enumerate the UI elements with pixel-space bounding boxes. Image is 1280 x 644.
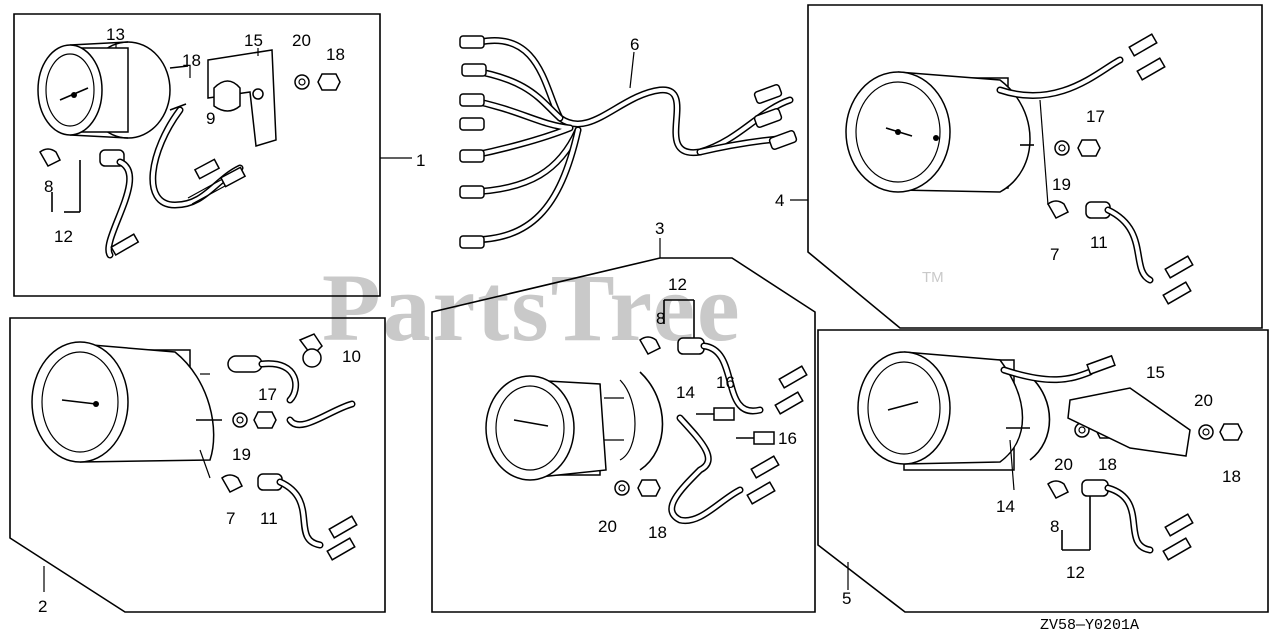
label-p5-12: 12 — [1066, 563, 1085, 582]
panel-4-frame — [807, 4, 1263, 329]
label-p3-14: 14 — [676, 383, 695, 402]
label-p1-13: 13 — [106, 25, 125, 44]
label-p2-10: 10 — [342, 347, 361, 366]
label-p3-8: 8 — [656, 309, 665, 328]
label-p3-16a: 16 — [716, 373, 735, 392]
label-p1-18a: 18 — [182, 51, 201, 70]
label-p3-12: 12 — [668, 275, 687, 294]
label-4: 4 — [775, 191, 784, 210]
label-p2-7: 7 — [226, 509, 235, 528]
label-p1-9: 9 — [206, 109, 215, 128]
watermark-text: PartsTree — [322, 254, 742, 361]
label-1: 1 — [416, 151, 425, 170]
label-p1-20: 20 — [292, 31, 311, 50]
label-p5-20b: 20 — [1054, 455, 1073, 474]
panel-2-frame — [9, 317, 386, 613]
label-p3-20: 20 — [598, 517, 617, 536]
label-p4-19: 19 — [1052, 175, 1071, 194]
bracket-icon — [1067, 387, 1191, 457]
gauge-icon — [857, 351, 1024, 471]
bracket-icon — [207, 49, 277, 147]
label-p1-15: 15 — [244, 31, 263, 50]
panel-1 — [13, 13, 412, 297]
label-p5-18a: 18 — [1098, 455, 1117, 474]
label-p4-11: 11 — [1090, 233, 1108, 252]
label-p5-18b: 18 — [1222, 467, 1241, 486]
panel-5 — [817, 329, 1269, 613]
panel-1-frame — [13, 13, 381, 297]
label-p1-18b: 18 — [326, 45, 345, 64]
panel-5-frame — [817, 329, 1269, 613]
label-p3-18: 18 — [648, 523, 667, 542]
label-p4-7: 7 — [1050, 245, 1059, 264]
label-p2-11: 11 — [260, 509, 278, 528]
trademark-text: TM — [922, 269, 944, 286]
label-p5-14: 14 — [996, 497, 1015, 516]
label-p1-12: 12 — [54, 227, 73, 246]
label-p3-16b: 16 — [778, 429, 797, 448]
label-p5-8: 8 — [1050, 517, 1059, 536]
callout-labels: 1 2 3 4 5 6 13 18 15 20 18 9 8 12 10 17 … — [38, 25, 1241, 634]
panel-4 — [790, 4, 1263, 329]
gauge-icon — [845, 71, 1031, 193]
panel-3 — [431, 238, 816, 613]
label-6: 6 — [630, 35, 639, 54]
gauge-icon — [31, 341, 215, 463]
gauge-icon — [485, 375, 607, 481]
wire-harness-icon — [459, 35, 798, 249]
diagram-code: ZV58—Y0201A — [1040, 617, 1139, 634]
label-p2-17: 17 — [258, 385, 277, 404]
gauge-icon — [37, 41, 171, 139]
label-p4-17: 17 — [1086, 107, 1105, 126]
label-p5-20a: 20 — [1194, 391, 1213, 410]
label-2: 2 — [38, 597, 47, 616]
label-p5-15: 15 — [1146, 363, 1165, 382]
panel-2 — [9, 317, 386, 613]
label-p2-19: 19 — [232, 445, 251, 464]
label-5: 5 — [842, 589, 851, 608]
label-3: 3 — [655, 219, 664, 238]
panel-6 — [459, 35, 798, 249]
label-p1-8: 8 — [44, 177, 53, 196]
